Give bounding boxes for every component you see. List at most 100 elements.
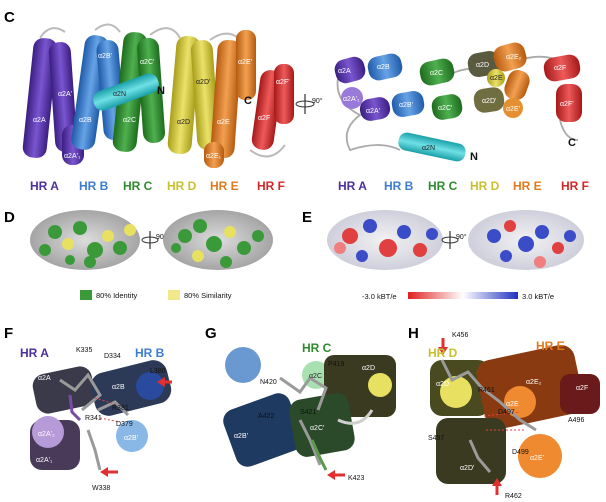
svg-text:K423: K423	[348, 475, 364, 482]
svg-text:α2E: α2E	[217, 119, 230, 126]
svg-text:90°: 90°	[456, 233, 467, 241]
rotation-icon: 90°	[296, 94, 323, 114]
svg-text:α2E₂: α2E₂	[506, 54, 522, 61]
svg-text:D497: D497	[498, 409, 515, 416]
svg-text:HR B: HR B	[384, 179, 414, 193]
svg-text:3.0 kBT/e: 3.0 kBT/e	[522, 292, 554, 301]
panel-label-e: E	[302, 209, 312, 226]
svg-text:α2C': α2C'	[140, 59, 154, 66]
svg-text:HR E: HR E	[536, 339, 565, 353]
svg-text:α2A: α2A	[38, 375, 51, 382]
svg-text:HR C: HR C	[123, 179, 153, 193]
svg-text:HR F: HR F	[561, 179, 589, 193]
svg-text:α2F: α2F	[258, 115, 270, 122]
svg-text:HR D: HR D	[470, 179, 500, 193]
svg-text:α2A': α2A'	[366, 108, 380, 115]
svg-text:α2D': α2D'	[460, 465, 474, 472]
svg-text:α2E: α2E	[490, 75, 503, 82]
svg-text:K456: K456	[452, 332, 468, 339]
svg-text:α2D: α2D	[436, 381, 449, 388]
svg-text:HR E: HR E	[513, 179, 542, 193]
panel-label-h: H	[408, 325, 419, 342]
svg-text:α2E': α2E'	[530, 455, 544, 462]
svg-text:HR C: HR C	[302, 341, 332, 355]
surface-conservation-right	[163, 210, 273, 270]
svg-text:S421: S421	[300, 409, 316, 416]
svg-text:L380: L380	[150, 368, 166, 375]
n-terminus-left: N	[157, 85, 165, 97]
svg-text:D334: D334	[104, 353, 121, 360]
svg-text:α2F: α2F	[554, 65, 566, 72]
svg-text:α2N: α2N	[422, 145, 435, 152]
svg-text:α2F': α2F'	[560, 101, 574, 108]
svg-text:α2E: α2E	[506, 401, 519, 408]
helix-bundle-right	[332, 40, 582, 163]
svg-text:α2F': α2F'	[276, 79, 290, 86]
svg-text:HR E: HR E	[210, 179, 239, 193]
hr-labels-right-row: HR A HR B HR C HR D HR E HR F	[338, 179, 589, 193]
svg-text:α2D: α2D	[177, 119, 190, 126]
svg-text:α2C': α2C'	[438, 105, 452, 112]
svg-text:HR D: HR D	[428, 346, 458, 360]
c-terminus-left: C	[244, 95, 252, 107]
svg-text:HR A: HR A	[20, 346, 49, 360]
surface-electrostatic-right	[468, 210, 584, 270]
hr-labels-left-row: HR A HR B HR C HR D HR E HR F	[30, 179, 285, 193]
svg-text:α2C: α2C	[309, 373, 322, 380]
svg-text:HR A: HR A	[338, 179, 367, 193]
svg-text:-3.0 kBT/e: -3.0 kBT/e	[362, 292, 397, 301]
svg-text:α2B: α2B	[112, 384, 125, 391]
svg-text:K335: K335	[76, 347, 92, 354]
svg-text:α2D': α2D'	[482, 98, 496, 105]
svg-text:α2D: α2D	[362, 365, 375, 372]
n-terminus-right: N	[470, 151, 478, 163]
svg-text:α2A'₂: α2A'₂	[38, 431, 55, 438]
svg-text:A496: A496	[568, 417, 584, 424]
surface-electrostatic-left	[327, 210, 443, 270]
svg-text:α2A: α2A	[338, 68, 351, 75]
svg-text:HR C: HR C	[428, 179, 458, 193]
svg-text:α2A'₁: α2A'₁	[36, 457, 53, 464]
svg-text:HR D: HR D	[167, 179, 197, 193]
svg-text:α2C: α2C	[123, 117, 136, 124]
svg-text:α2C: α2C	[430, 70, 443, 77]
svg-text:80% Identity: 80% Identity	[96, 291, 138, 300]
svg-text:W338: W338	[92, 485, 110, 492]
svg-text:α2E₁: α2E₁	[206, 153, 222, 160]
svg-text:α2B: α2B	[79, 117, 92, 124]
svg-text:α2D': α2D'	[196, 79, 210, 86]
svg-text:α2E': α2E'	[238, 59, 252, 66]
svg-text:R461: R461	[478, 387, 495, 394]
panel-label-g: G	[205, 325, 217, 342]
svg-text:D379: D379	[116, 421, 133, 428]
svg-text:α2B: α2B	[377, 64, 390, 71]
svg-text:α2A'₁: α2A'₁	[343, 96, 360, 103]
svg-text:α2A: α2A	[33, 117, 46, 124]
svg-text:α2E₂: α2E₂	[526, 379, 542, 386]
svg-text:α2D: α2D	[476, 62, 489, 69]
svg-text:90°: 90°	[312, 97, 323, 105]
svg-text:α2C': α2C'	[310, 425, 324, 432]
svg-text:P419: P419	[328, 361, 344, 368]
legend-e: -3.0 kBT/e 3.0 kBT/e	[362, 292, 554, 301]
svg-text:α2B': α2B'	[124, 435, 138, 442]
svg-text:A422: A422	[258, 413, 274, 420]
svg-text:α2B': α2B'	[399, 102, 413, 109]
svg-text:D499: D499	[512, 449, 529, 456]
svg-text:α2B': α2B'	[98, 53, 112, 60]
svg-text:N420: N420	[260, 379, 277, 386]
c-terminus-right: C	[568, 137, 576, 149]
svg-text:α2F: α2F	[576, 385, 588, 392]
svg-text:α2B': α2B'	[234, 433, 248, 440]
svg-text:α2A'₁: α2A'₁	[64, 153, 81, 160]
svg-text:HR F: HR F	[257, 179, 285, 193]
panel-label-d: D	[4, 209, 15, 226]
svg-text:S457: S457	[428, 435, 444, 442]
svg-text:α2N: α2N	[113, 91, 126, 98]
svg-text:α2E': α2E'	[506, 106, 520, 113]
svg-text:R462: R462	[505, 493, 522, 500]
svg-text:R341: R341	[85, 415, 102, 422]
svg-text:α2A': α2A'	[58, 91, 72, 98]
svg-text:80% Similarity: 80% Similarity	[184, 291, 232, 300]
